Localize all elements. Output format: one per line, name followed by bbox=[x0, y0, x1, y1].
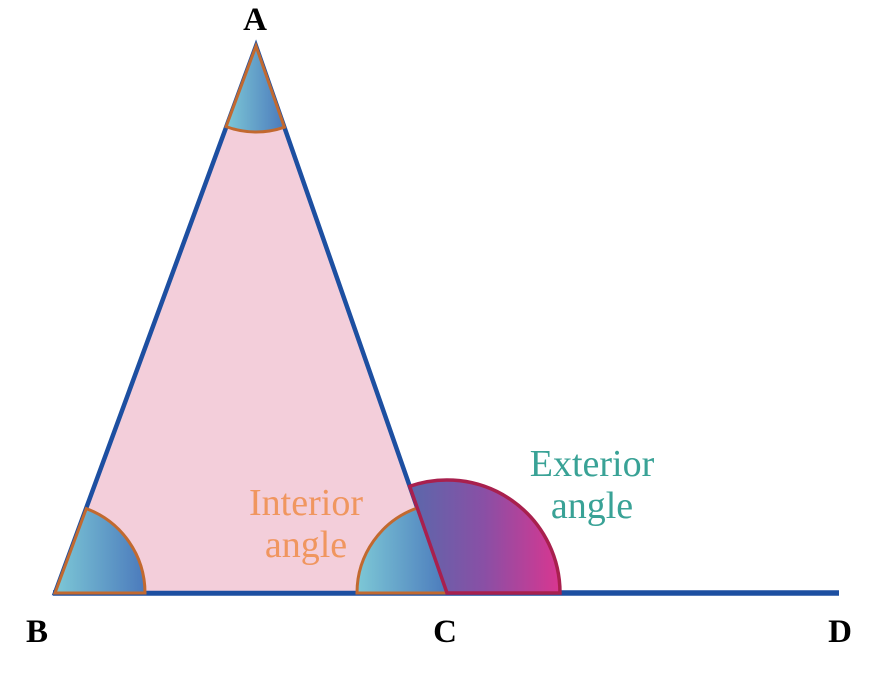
exterior-angle-caption: Exterior angle bbox=[530, 443, 655, 527]
vertex-label-B: B bbox=[25, 614, 49, 650]
interior-angle-caption-line1: Interior bbox=[249, 482, 363, 524]
exterior-angle-caption-line2: angle bbox=[550, 485, 634, 527]
angle-wedge-A bbox=[224, 41, 287, 134]
triangle-ABC bbox=[51, 39, 451, 596]
interior-angle-caption-line2: angle bbox=[264, 524, 348, 566]
vertex-label-C: C bbox=[433, 614, 457, 650]
vertex-label-D: D bbox=[828, 614, 852, 650]
vertex-label-A: A bbox=[243, 2, 267, 38]
interior-angle-caption: Interior angle bbox=[249, 482, 363, 566]
exterior-angle-wedge-C bbox=[407, 478, 562, 595]
exterior-angle-caption-line1: Exterior bbox=[529, 443, 655, 485]
angle-wedge-B bbox=[52, 506, 147, 595]
